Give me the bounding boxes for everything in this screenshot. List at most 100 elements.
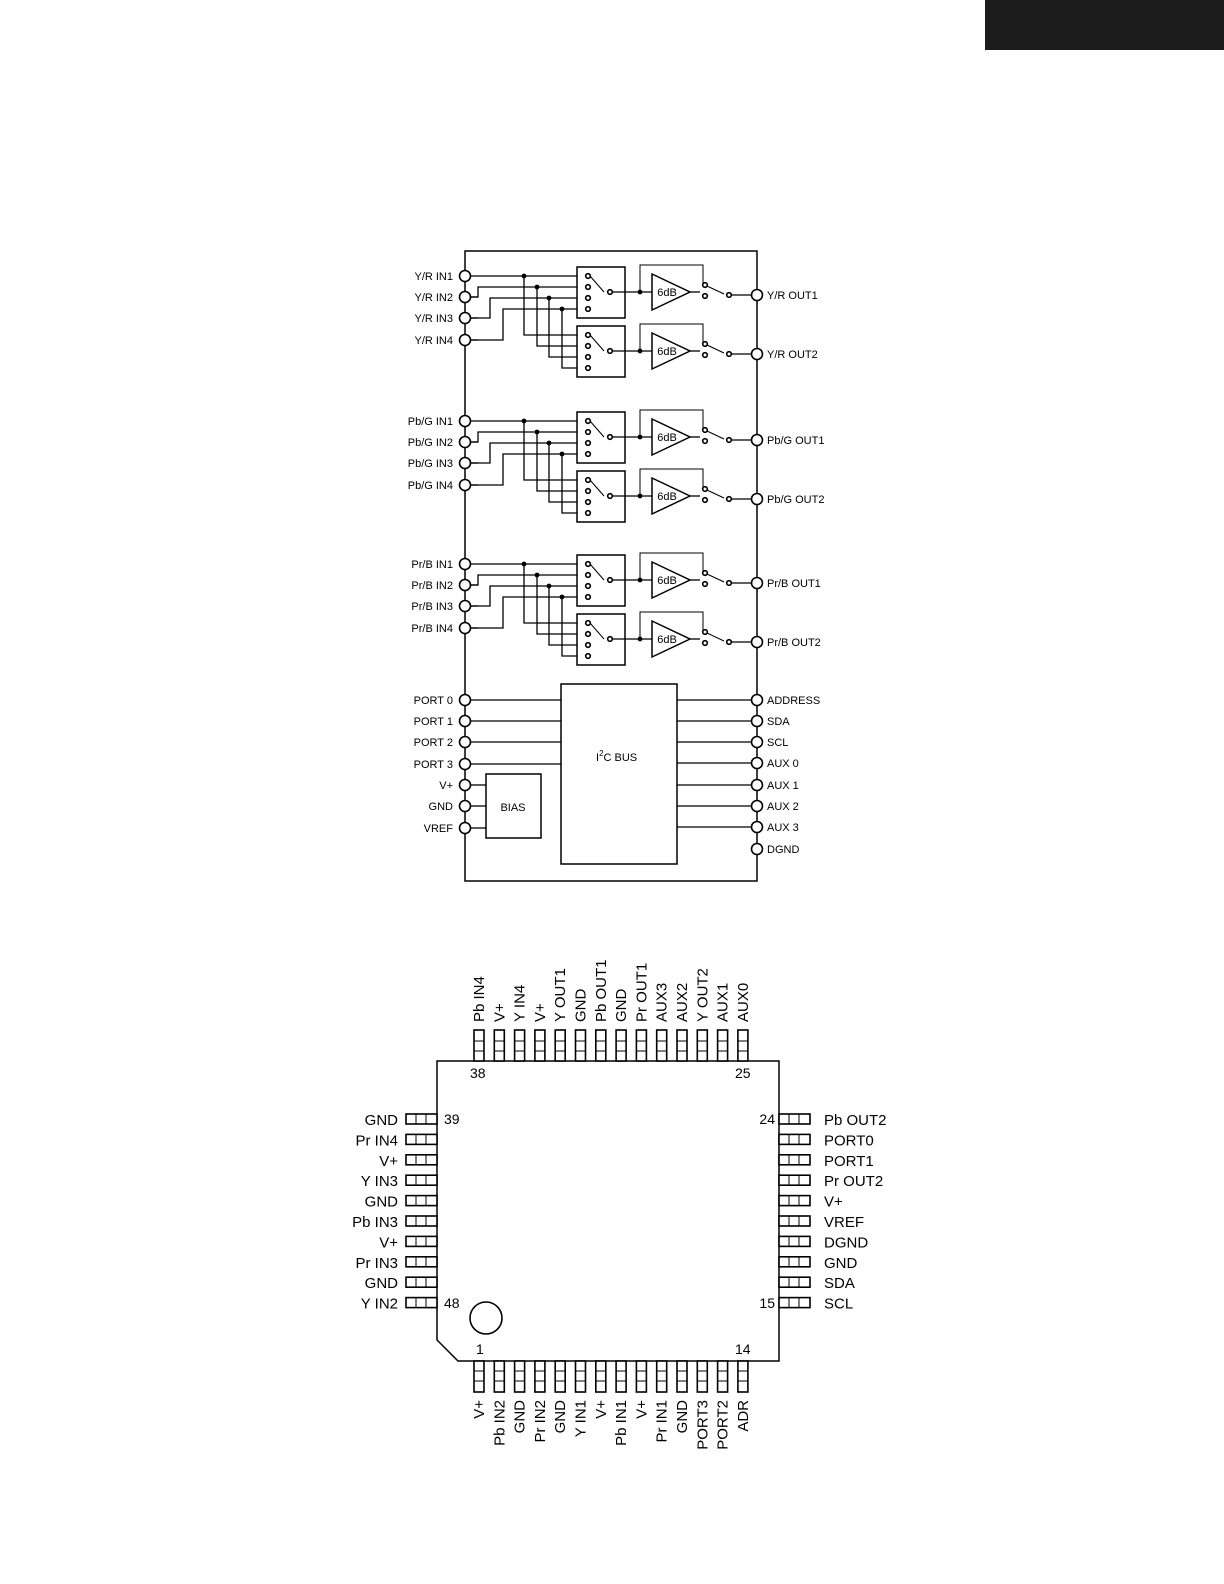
right-lead <box>778 1133 811 1146</box>
input-label: Y/R IN1 <box>414 271 453 283</box>
amplifier-triangle <box>651 272 692 312</box>
wire <box>536 287 577 347</box>
switch-contact <box>606 576 614 584</box>
left-pin-label: PORT 1 <box>414 716 453 728</box>
switch-contact <box>584 571 592 579</box>
bottom-pin-label: V+ <box>471 1400 488 1419</box>
output-pin <box>750 347 764 361</box>
top-lead <box>513 1029 526 1062</box>
pin-number-25: 25 <box>735 1065 751 1081</box>
feedback-wire <box>639 468 704 496</box>
left-pin-label: Pb IN3 <box>352 1214 398 1231</box>
top-pin-label: GND <box>573 989 590 1023</box>
top-lead <box>615 1029 627 1062</box>
wire <box>548 586 577 646</box>
switch-contact <box>584 593 592 601</box>
input-label: Y/R IN2 <box>414 292 453 304</box>
switch-arm <box>706 344 725 354</box>
bottom-pin-label: Pr IN2 <box>532 1400 549 1443</box>
wire <box>536 432 577 492</box>
wire <box>548 298 577 358</box>
wire <box>470 574 577 586</box>
wire <box>470 585 577 607</box>
top-pin-label: AUX1 <box>715 983 732 1022</box>
switch-contact <box>584 641 592 649</box>
bottom-lead <box>473 1360 485 1393</box>
i2c-bus-label: I2C BUS <box>596 749 637 764</box>
amplifier-triangle <box>651 417 692 457</box>
output-pin <box>750 288 764 302</box>
switch-contact <box>701 580 709 588</box>
switch-contact <box>701 281 709 289</box>
switch-contact <box>584 652 592 660</box>
right-pin-label: AUX 2 <box>767 801 799 813</box>
left-pin-label: GND <box>365 1194 399 1211</box>
wire <box>470 297 577 319</box>
top-lead <box>473 1029 485 1062</box>
wire <box>561 454 577 514</box>
junction-dot <box>534 284 540 290</box>
top-pin-label: V+ <box>491 1003 508 1022</box>
right-pin-label: PORT1 <box>824 1153 874 1170</box>
bottom-lead <box>676 1360 688 1393</box>
feedback-wire <box>639 323 704 351</box>
top-lead <box>737 1029 749 1062</box>
right-pin-label: Pb OUT2 <box>824 1112 887 1129</box>
bottom-pin-label: V+ <box>633 1400 650 1419</box>
top-pin-label: Pr OUT1 <box>633 963 650 1022</box>
left-pin-label: PORT 0 <box>414 695 453 707</box>
top-pin-label: V+ <box>532 1003 549 1022</box>
left-pin-label: Y IN2 <box>361 1296 398 1313</box>
bias-block <box>485 773 542 839</box>
top-pin-label: Y OUT2 <box>694 968 711 1022</box>
switch-arm <box>706 489 725 499</box>
right-pin-label: Pr OUT2 <box>824 1173 883 1190</box>
bottom-lead <box>615 1360 627 1393</box>
right-lead <box>778 1276 811 1288</box>
output-label: Y/R OUT2 <box>767 349 818 361</box>
amplifier-triangle <box>651 476 692 516</box>
amp-gain-label: 6dB <box>657 346 677 358</box>
left-lead <box>405 1296 438 1309</box>
top-lead <box>574 1029 587 1062</box>
switch-arm <box>589 420 605 438</box>
top-pin-label: Y OUT1 <box>552 968 569 1022</box>
switch-contact <box>584 509 592 517</box>
left-pin-label: PORT 3 <box>414 759 453 771</box>
bottom-pin-label: PORT2 <box>715 1400 732 1450</box>
pin-number-24: 24 <box>759 1111 775 1127</box>
top-lead <box>534 1029 546 1062</box>
right-pin-label: SCL <box>767 737 788 749</box>
bottom-pin-label: V+ <box>593 1400 610 1419</box>
bottom-pin-label: Pb IN2 <box>491 1400 508 1446</box>
junction-dot <box>546 440 552 446</box>
junction-dot <box>546 295 552 301</box>
input-label: Pr/B IN1 <box>411 559 453 571</box>
bottom-pin-label: ADR <box>735 1400 752 1432</box>
junction-dot <box>559 451 565 457</box>
input-label: Pr/B IN2 <box>411 580 453 592</box>
right-pin-label: ADDRESS <box>767 695 820 707</box>
output-label: Pb/G OUT2 <box>767 494 824 506</box>
amplifier-triangle <box>651 331 692 371</box>
feedback-wire <box>639 264 704 292</box>
bottom-pin-label: Pr IN1 <box>654 1400 671 1443</box>
input-label: Pr/B IN4 <box>411 623 453 635</box>
switch-contact <box>606 433 614 441</box>
top-pin-label: Y IN4 <box>512 985 529 1022</box>
right-lead <box>778 1154 811 1166</box>
right-lead <box>778 1215 811 1227</box>
switch-contact <box>606 347 614 355</box>
amp-gain-label: 6dB <box>657 432 677 444</box>
feedback-wire <box>639 409 704 437</box>
switch-contact <box>606 492 614 500</box>
junction-dot <box>559 594 565 600</box>
pin-number-15: 15 <box>759 1295 775 1311</box>
right-lead <box>778 1256 811 1268</box>
input-label: Y/R IN3 <box>414 313 453 325</box>
left-pin-label: PORT 2 <box>414 737 453 749</box>
bottom-lead <box>493 1360 506 1393</box>
switch-contact <box>584 582 592 590</box>
wire <box>470 596 577 629</box>
junction-dot <box>521 273 527 279</box>
